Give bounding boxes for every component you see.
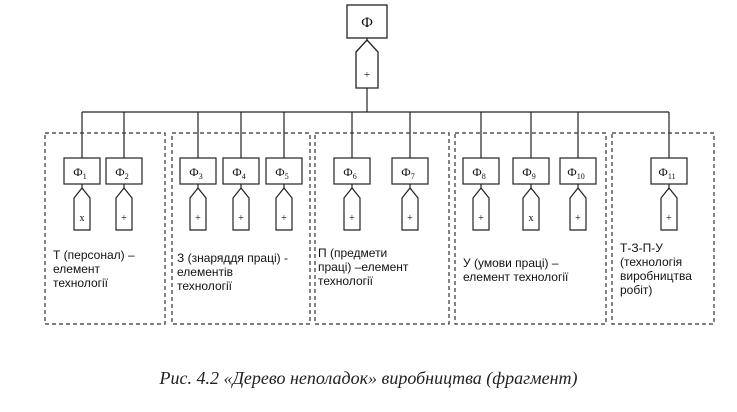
event-label-2-3: Ф5	[275, 165, 288, 181]
gate-1-2	[115, 187, 133, 231]
group-3-boundary	[314, 132, 450, 325]
group-2-boundary	[171, 132, 311, 325]
gate-5-1	[660, 187, 678, 231]
gate-sign-4-1: +	[478, 213, 484, 224]
gate-3-1	[343, 187, 361, 231]
event-label-3-2: Ф7	[401, 165, 414, 181]
event-label-1-1: Ф1	[73, 165, 86, 181]
gate-sign-5-1: +	[666, 213, 672, 224]
gate-sign-2-2: +	[238, 213, 244, 224]
gate-1-1	[73, 187, 91, 231]
top-event-box	[346, 4, 388, 39]
event-label-4-3: Ф10	[567, 165, 584, 181]
event-label-2-2: Ф4	[232, 165, 245, 181]
event-label-5-1: Ф11	[658, 165, 675, 181]
event-box-3-1	[333, 157, 371, 185]
gate-2-1	[189, 187, 207, 231]
event-box-4-1	[462, 157, 500, 185]
group-1-description: Т (персонал) – елемент технології	[53, 248, 135, 290]
group-2-description: З (знаряддя праці) - елементів технологі…	[177, 251, 288, 293]
gate-sign-4-3: +	[575, 213, 581, 224]
group-5-description: Т-З-П-У (технологія виробництва робіт)	[620, 241, 692, 297]
figure-caption: Рис. 4.2 «Дерево неполадок» виробництва …	[159, 368, 578, 388]
gate-2-3	[275, 187, 293, 231]
event-label-1-2: Ф2	[115, 165, 128, 181]
gate-3-2	[401, 187, 419, 231]
group-4-description: У (умови праці) – елемент технології	[463, 256, 569, 284]
group-3-description: П (предмети праці) –елемент технології	[318, 246, 409, 288]
event-box-3-2	[391, 157, 429, 185]
event-box-1-2	[105, 157, 143, 185]
gate-sign-2-1: +	[195, 213, 201, 224]
gate-sign-3-2: +	[407, 213, 413, 224]
gate-sign-3-1: +	[349, 213, 355, 224]
top-gate	[355, 39, 379, 89]
event-box-2-2	[222, 157, 260, 185]
gate-sign-1-1: x	[80, 213, 85, 224]
gate-sign-1-2: +	[121, 213, 127, 224]
gate-4-1	[472, 187, 490, 231]
gate-4-3	[569, 187, 587, 231]
group-5-boundary	[611, 132, 715, 325]
gate-4-2	[522, 187, 540, 231]
event-label-4-2: Ф9	[522, 165, 535, 181]
event-box-2-1	[179, 157, 217, 185]
gate-sign-2-3: +	[281, 213, 287, 224]
event-box-1-1	[63, 157, 101, 185]
event-label-2-1: Ф3	[189, 165, 202, 181]
group-4-boundary	[454, 132, 607, 325]
event-box-4-2	[512, 157, 550, 185]
event-box-2-3	[265, 157, 303, 185]
group-1-boundary	[44, 132, 166, 325]
event-box-4-3	[559, 157, 597, 185]
event-label-4-1: Ф8	[472, 165, 485, 181]
gate-sign-4-2: x	[529, 213, 534, 224]
top-event-label: Ф	[361, 15, 373, 31]
gate-2-2	[232, 187, 250, 231]
event-box-5-1	[650, 157, 688, 185]
top-gate-sign: +	[364, 69, 370, 81]
event-label-3-1: Ф6	[343, 165, 356, 181]
